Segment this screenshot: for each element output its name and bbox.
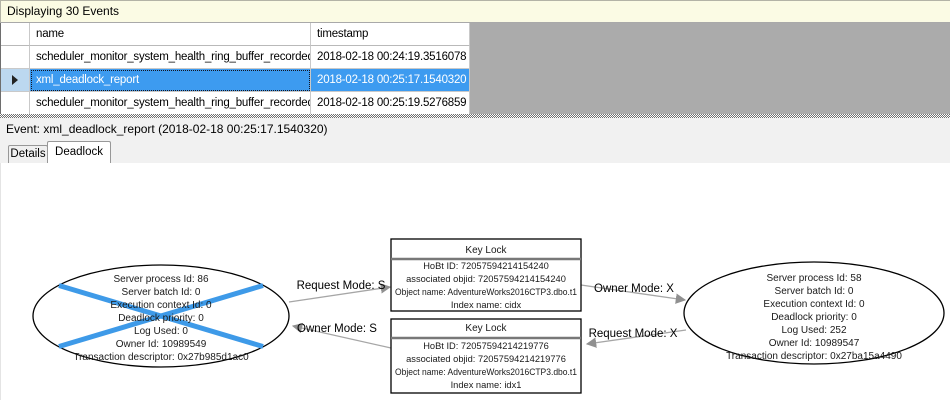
process-line: Owner Id: 10989547: [769, 338, 860, 349]
process-line: Deadlock priority: 0: [118, 313, 204, 324]
edge-label: Owner Mode: X: [594, 283, 674, 295]
table-row-selected[interactable]: xml_deadlock_report 2018-02-18 00:25:17.…: [1, 69, 470, 92]
row-selector-cell[interactable]: [1, 69, 30, 92]
events-grid: name timestamp scheduler_monitor_system_…: [0, 23, 470, 115]
process-line: Transaction descriptor: 0x27b985d1ac0: [73, 352, 249, 363]
process-line: Server process Id: 58: [766, 273, 861, 284]
events-count-bar: Displaying 30 Events: [0, 0, 950, 23]
event-name-cell[interactable]: scheduler_monitor_system_health_ring_buf…: [30, 46, 311, 69]
lock-line: Index name: idx1: [451, 380, 522, 390]
current-row-arrow-icon: [12, 75, 18, 85]
table-row[interactable]: scheduler_monitor_system_health_ring_buf…: [1, 92, 470, 115]
grid-details-splitter[interactable]: [0, 114, 950, 118]
process-line: Server process Id: 86: [113, 274, 208, 285]
lock-title: Key Lock: [465, 323, 507, 334]
row-selector-cell[interactable]: [1, 46, 30, 69]
lock-node-top[interactable]: Key Lock HoBt ID: 72057594214154240 asso…: [390, 238, 582, 312]
edge-request-mode-x: Request Mode: X: [585, 328, 687, 348]
edge-label: Owner Mode: S: [297, 323, 377, 335]
lock-line: Object name: AdventureWorks2016CTP3.dbo.…: [395, 287, 577, 297]
tab-deadlock[interactable]: Deadlock: [47, 141, 111, 163]
event-name-cell[interactable]: scheduler_monitor_system_health_ring_buf…: [30, 92, 311, 115]
event-summary-text: Event: xml_deadlock_report (2018-02-18 0…: [6, 122, 328, 136]
event-timestamp-cell[interactable]: 2018-02-18 00:25:19.5276859: [311, 92, 470, 115]
column-header-timestamp[interactable]: timestamp: [311, 23, 470, 46]
lock-line: Index name: cidx: [451, 300, 522, 310]
event-timestamp-cell[interactable]: 2018-02-18 00:25:17.1540320: [311, 69, 470, 92]
events-count-text: Displaying 30 Events: [7, 4, 120, 18]
edge-owner-mode-x: Owner Mode: X: [580, 283, 687, 304]
process-line: Execution context Id: 0: [763, 299, 865, 310]
lock-line: HoBt ID: 72057594214154240: [423, 261, 549, 271]
lock-node-bottom[interactable]: Key Lock HoBt ID: 72057594214219776 asso…: [390, 318, 582, 394]
process-line: Log Used: 252: [781, 325, 846, 336]
process-node-survivor[interactable]: Server process Id: 58 Server batch Id: 0…: [683, 261, 945, 365]
deadlock-graph: Request Mode: S Owner Mode: S Owner Mode…: [32, 238, 945, 394]
grid-header-row: name timestamp: [1, 23, 470, 46]
details-tab-strip: Details Deadlock: [0, 140, 950, 163]
event-timestamp-cell[interactable]: 2018-02-18 00:24:19.3516078: [311, 46, 470, 69]
process-line: Transaction descriptor: 0x27ba15a4490: [726, 351, 902, 362]
deadlock-graph-pane: Request Mode: S Owner Mode: S Owner Mode…: [0, 163, 950, 400]
lock-title: Key Lock: [465, 245, 507, 256]
events-grid-area: name timestamp scheduler_monitor_system_…: [0, 23, 950, 115]
process-line: Execution context Id: 0: [110, 300, 212, 311]
edge-label: Request Mode: S: [297, 280, 386, 292]
event-summary-bar: Event: xml_deadlock_report (2018-02-18 0…: [0, 118, 950, 140]
lock-line: HoBt ID: 72057594214219776: [423, 341, 549, 351]
process-line: Owner Id: 10989549: [116, 339, 207, 350]
process-line: Deadlock priority: 0: [771, 312, 857, 323]
edge-owner-mode-s: Owner Mode: S: [291, 322, 392, 349]
row-selector-header[interactable]: [1, 23, 30, 46]
row-selector-cell[interactable]: [1, 92, 30, 115]
process-line: Log Used: 0: [134, 326, 188, 337]
table-row[interactable]: scheduler_monitor_system_health_ring_buf…: [1, 46, 470, 69]
process-line: Server batch Id: 0: [122, 287, 201, 298]
event-name-cell[interactable]: xml_deadlock_report: [30, 69, 311, 92]
edge-label: Request Mode: X: [589, 328, 678, 340]
lock-line: associated objid: 72057594214154240: [406, 274, 566, 284]
process-line: Server batch Id: 0: [775, 286, 854, 297]
edge-request-mode-s: Request Mode: S: [288, 280, 392, 303]
process-node-victim[interactable]: Server process Id: 86 Server batch Id: 0…: [32, 264, 290, 368]
lock-line: Object name: AdventureWorks2016CTP3.dbo.…: [395, 367, 577, 377]
lock-line: associated objid: 72057594214219776: [406, 354, 566, 364]
tab-details[interactable]: Details: [8, 145, 48, 163]
victim-cross-icon: [58, 283, 264, 349]
column-header-name[interactable]: name: [30, 23, 311, 46]
